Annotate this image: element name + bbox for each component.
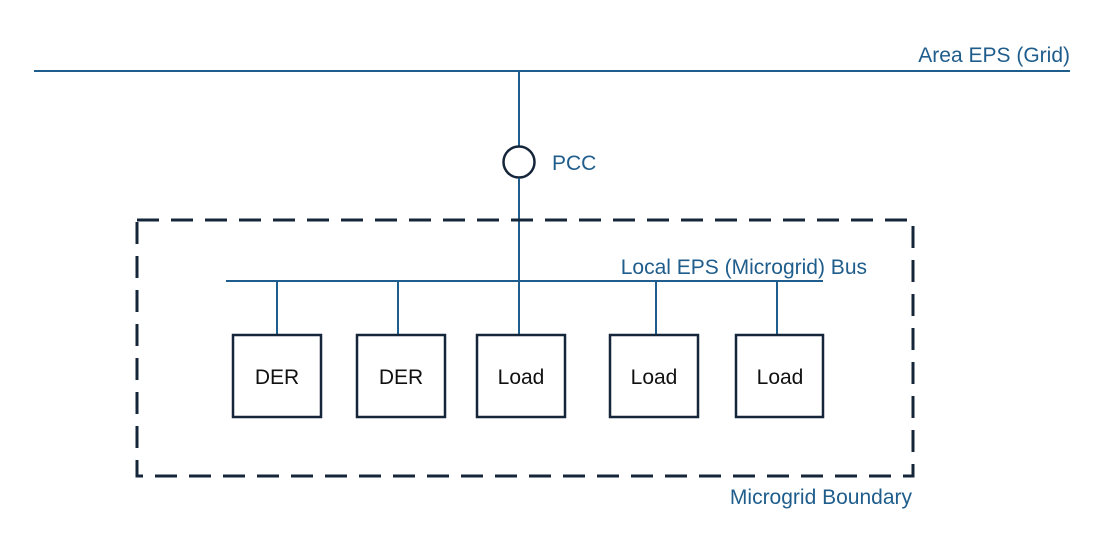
der-block-1: DER [231, 333, 323, 419]
der-block-2: DER [355, 333, 447, 419]
der-box [231, 333, 323, 419]
local-bus-label: Local EPS (Microgrid) Bus [621, 256, 867, 279]
grid-label: Area EPS (Grid) [918, 44, 1070, 67]
load-label: Load [631, 366, 678, 389]
load-block-1: Load [475, 333, 567, 419]
pcc-label: PCC [552, 152, 596, 175]
load-label: Load [498, 366, 545, 389]
load-box [734, 333, 825, 419]
load-block-2: Load [608, 333, 700, 419]
der-label: DER [255, 366, 299, 389]
microgrid-boundary [135, 218, 915, 478]
load-block-3: Load [734, 333, 825, 419]
microgrid-boundary-label: Microgrid Boundary [730, 486, 913, 509]
pcc-symbol [502, 145, 536, 179]
load-box [475, 333, 567, 419]
der-label: DER [379, 366, 423, 389]
load-box [608, 333, 700, 419]
load-label: Load [757, 366, 804, 389]
der-box [355, 333, 447, 419]
